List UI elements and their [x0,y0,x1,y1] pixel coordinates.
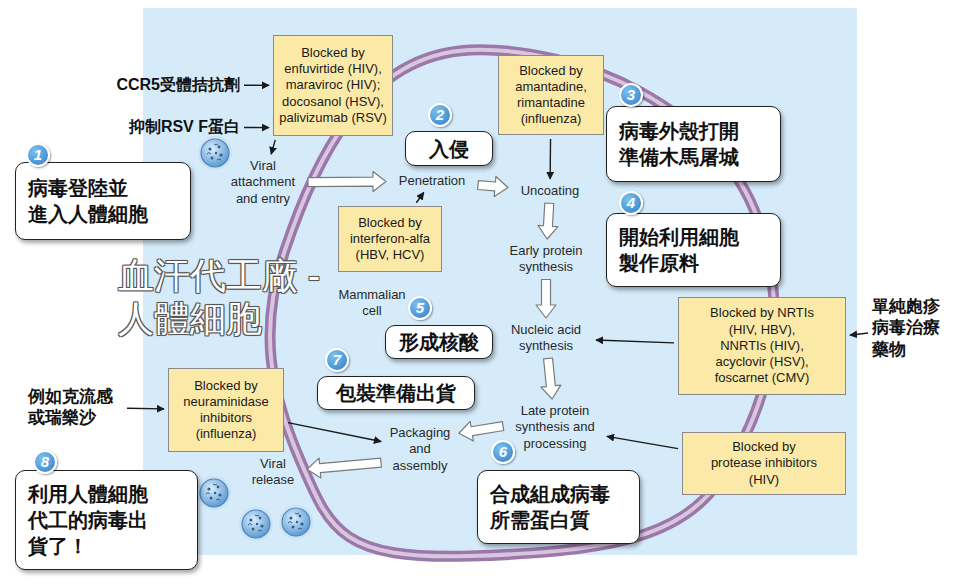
block-arrow [244,127,269,129]
blocker-text: Blocked by enfuvirtide (HIV), maraviroc … [278,45,388,126]
blocker-box: Blocked by protease inhibitors (HIV) [682,432,846,495]
step-text: Late protein synthesis and processing [507,403,603,452]
drug-note: 抑制RSV F蛋白 [40,117,240,137]
blocker-box: Blocked by neuraminidase inhibitors (inf… [168,368,284,452]
blocker-text: Blocked by NRTIs (HIV, HBV), NNRTIs (HIV… [708,305,816,386]
flow-arrow [536,280,556,319]
blocker-text: Blocked by amantadine, rimantadine (infl… [507,63,595,128]
cell-label: Mammalian cell [334,287,410,320]
callout-number: 3 [619,83,643,107]
block-arrow [596,340,674,343]
heading-text: 血汗代工廠 - 人體細胞 [118,254,352,340]
block-arrow [607,436,678,448]
step-text: Penetration [390,173,474,189]
flow-arrow [478,177,508,197]
step-label: Uncoating [512,183,588,199]
callout-box: 合成組成病毒 所需蛋白質 [477,470,640,544]
step-label: Early protein synthesis [500,243,592,276]
drug-note: CCR5受體拮抗劑 [40,75,240,95]
step-label: Packaging and assembly [385,425,455,474]
blocker-box: Blocked by amantadine, rimantadine (infl… [498,55,604,135]
blocker-box: Blocked by NRTIs (HIV, HBV), NNRTIs (HIV… [678,297,846,395]
flow-arrow [538,203,558,239]
step-label: Viral release [243,456,303,489]
callout-box: 包裝準備出貨 [317,376,475,410]
callout-text: 包裝準備出貨 [336,380,456,406]
callout-number: 8 [33,450,57,474]
blocker-box: Blocked by interferon-alfa (HBV, HCV) [338,206,442,272]
step-text: Nucleic acid synthesis [500,322,592,355]
block-arrow [416,192,423,202]
callout-text: 病毒外殼打開 準備木馬屠城 [619,118,742,170]
drug-note: 單純皰疹 病毒治療 藥物 [872,296,948,360]
flow-arrow [459,421,504,441]
callout-box: 利用人體細胞 代工的病毒出 貨了！ [15,470,198,570]
block-arrow [127,407,164,409]
virus-icon [198,136,232,170]
block-arrow [244,85,269,86]
flow-arrow [541,358,561,399]
callout-box: 入侵 [405,131,493,166]
callout-text: 入侵 [429,136,469,162]
callout-number: 6 [491,440,515,464]
blocker-text: Blocked by interferon-alfa (HBV, HCV) [346,215,434,264]
blocker-text: Blocked by protease inhibitors (HIV) [709,439,819,488]
step-label: Nucleic acid synthesis [500,322,592,355]
note-text: 例如克流感 或瑞樂沙 [28,386,123,429]
block-arrow [549,139,551,179]
callout-box: 開始利用細胞 製作原料 [606,213,781,287]
block-arrow [271,140,275,154]
step-text: Early protein synthesis [500,243,592,276]
blocker-box: Blocked by enfuvirtide (HIV), maraviroc … [273,35,393,136]
callout-number: 4 [619,191,643,215]
drug-note: 例如克流感 或瑞樂沙 [28,386,123,429]
callout-box: 形成核酸 [385,325,493,359]
callout-number: 1 [26,143,50,167]
step-label: Late protein synthesis and processing [507,403,603,452]
callout-number: 7 [325,348,349,372]
step-text: Viral release [243,456,303,489]
step-label: Viral attachment and entry [222,158,304,207]
callout-text: 病毒登陸並 進入人體細胞 [28,175,151,227]
step-label: Penetration [390,173,474,189]
blocker-text: Blocked by neuraminidase inhibitors (inf… [177,378,275,443]
virus-icon [197,476,231,510]
callout-text: 合成組成病毒 所需蛋白質 [490,481,613,533]
flow-arrow [308,172,386,192]
note-text: 單純皰疹 病毒治療 藥物 [872,296,948,360]
callout-box: 病毒登陸並 進入人體細胞 [15,162,191,240]
callout-text: 形成核酸 [399,329,479,355]
block-arrow [288,423,381,442]
step-text: Viral attachment and entry [222,158,304,207]
callout-text: 開始利用細胞 製作原料 [619,224,742,276]
note-text: 抑制RSV F蛋白 [40,117,240,137]
callout-text: 利用人體細胞 代工的病毒出 貨了！ [28,481,151,559]
callout-number: 5 [408,296,432,320]
block-arrow [850,333,868,335]
flow-arrow [307,458,381,478]
callout-box: 病毒外殼打開 準備木馬屠城 [606,106,781,182]
virus-icon [239,507,273,541]
virus-icon [279,505,313,539]
callout-number: 2 [428,103,452,127]
note-text: CCR5受體拮抗劑 [40,75,240,95]
step-text: Packaging and assembly [385,425,455,474]
step-text: Uncoating [512,183,588,199]
